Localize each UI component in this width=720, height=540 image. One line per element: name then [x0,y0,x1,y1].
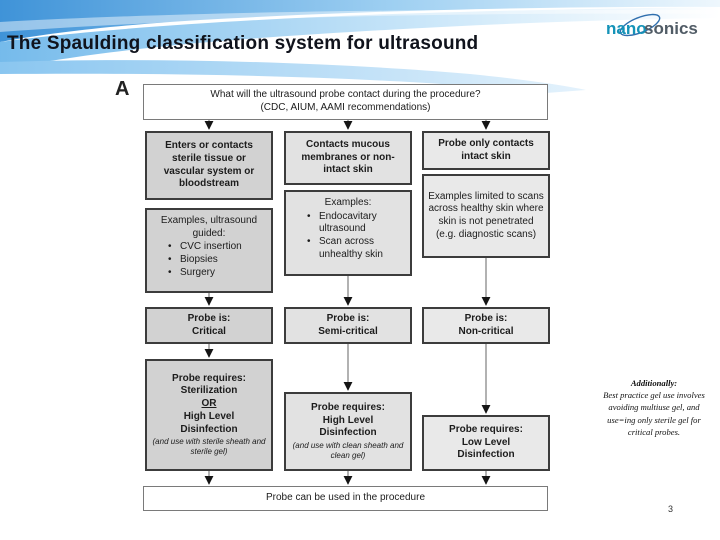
requires-line: Disinfection [319,427,377,439]
col3-probe-is-box: Probe is: Non-critical [422,307,550,344]
requires-line: Disinfection [457,449,515,461]
requires-label: Probe requires: [449,423,523,435]
page-number: 3 [668,504,674,514]
requires-line: High Level [322,414,374,426]
slide-title: The Spaulding classification system for … [7,33,479,54]
question-box: What will the ultrasound probe contact d… [143,84,548,120]
list-item: CVC insertion [167,241,267,254]
col2-examples-heading: Examples: [324,197,372,208]
probe-is-label: Probe is: [326,312,370,324]
col1-examples-box: Examples, ultrasound guided: CVC inserti… [145,208,273,293]
requires-line: Sterilization [180,385,238,397]
question-line2: (CDC, AIUM, AAMI recommendations) [260,102,431,113]
col2-contact-box: Contacts mucous membranes or non-intact … [284,131,412,185]
col3-requires-box: Probe requires: Low Level Disinfection [422,415,550,471]
requires-line: Low Level [461,436,511,448]
probe-is-label: Probe is: [187,312,231,324]
requires-line: Disinfection [180,423,238,435]
diagram-label: A [115,78,130,100]
header-waves [0,0,720,93]
logo-text-sonics: sonics [644,19,698,38]
side-note-title: Additionally: [630,378,678,388]
requires-line: High Level [183,410,235,422]
col3-examples-box: Examples limited to scans across healthy… [422,174,550,258]
nanosonics-logo: nano sonics [606,13,698,38]
requires-note: (and use with sterile sheath and sterile… [152,437,266,457]
col1-contact-box: Enters or contacts sterile tissue or vas… [145,131,273,200]
col1-requires-box: Probe requires: Sterilization OR High Le… [145,359,273,471]
col1-probe-is-box: Probe is: Critical [145,307,273,344]
list-item: Scan across unhealthy skin [306,236,406,261]
col1-examples-heading: Examples, ultrasound guided: [160,215,258,239]
question-line1: What will the ultrasound probe contact d… [210,89,481,101]
col2-examples-box: Examples: Endocavitary ultrasound Scan a… [284,190,412,276]
list-item: Surgery [167,267,267,280]
requires-note: (and use with clean sheath and clean gel… [292,441,404,461]
col3-contact-box: Probe only contacts intact skin [422,131,550,170]
requires-label: Probe requires: [311,401,385,413]
logo-text-nano: nano [606,19,647,38]
requires-label: Probe requires: [172,372,246,384]
probe-is-value: Critical [192,325,226,337]
probe-is-value: Semi-critical [318,325,378,337]
probe-is-label: Probe is: [464,312,508,324]
list-item: Endocavitary ultrasound [306,211,406,236]
probe-is-value: Non-critical [458,325,514,337]
side-note-body: Best practice gel use involves avoiding … [603,390,705,437]
col2-requires-box: Probe requires: High Level Disinfection … [284,392,412,471]
side-note: Additionally: Best practice gel use invo… [596,377,712,438]
requires-or: OR [201,398,217,410]
col2-probe-is-box: Probe is: Semi-critical [284,307,412,344]
outcome-box: Probe can be used in the procedure [143,486,548,511]
list-item: Biopsies [167,254,267,267]
logo-orbit-icon [619,13,661,37]
